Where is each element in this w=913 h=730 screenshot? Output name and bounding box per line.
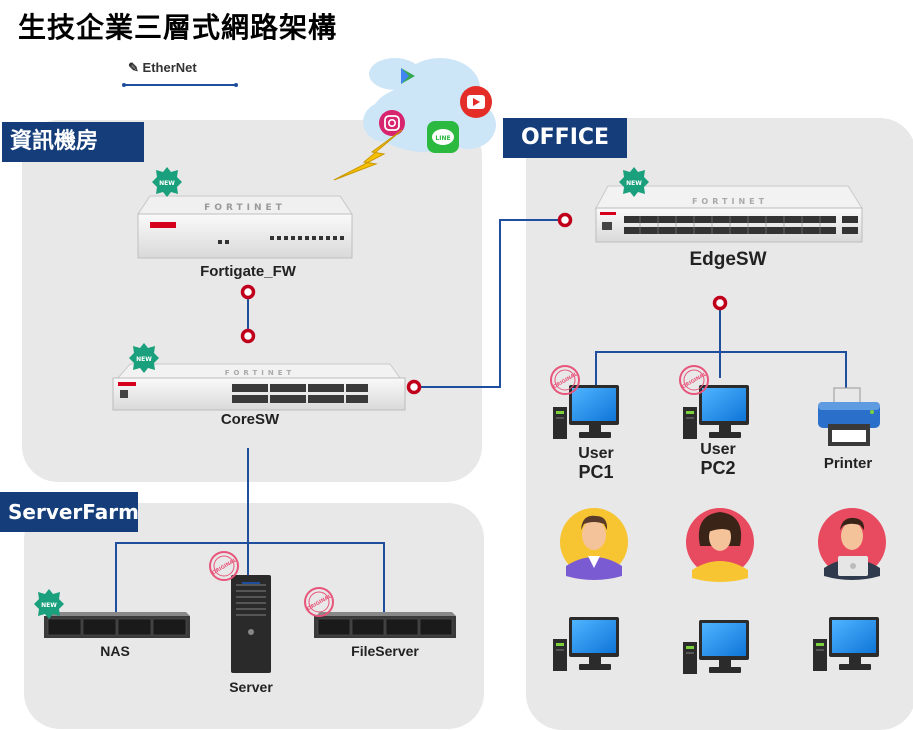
coreswitch-label: CoreSW bbox=[220, 411, 280, 428]
link-node bbox=[406, 379, 422, 395]
nas-device bbox=[34, 589, 190, 638]
original-stamp bbox=[679, 365, 710, 395]
brand-logo: FORTINET bbox=[225, 369, 296, 377]
new-badge bbox=[152, 167, 182, 197]
serverfarm-zone-label: ServerFarm bbox=[0, 492, 139, 532]
new-badge bbox=[34, 589, 64, 619]
server-label: Server bbox=[229, 679, 273, 695]
pc-icon bbox=[683, 620, 749, 674]
printer-icon bbox=[818, 387, 880, 446]
link-node bbox=[240, 284, 256, 300]
original-stamp bbox=[304, 587, 335, 617]
original-stamp bbox=[550, 365, 581, 395]
link-node bbox=[712, 295, 728, 311]
link-nodes bbox=[240, 212, 728, 395]
instagram-icon bbox=[379, 110, 405, 136]
firewall-label: Fortigate_FW bbox=[200, 263, 296, 280]
internet-cloud: LINE bbox=[363, 58, 496, 153]
nas-label: NAS bbox=[100, 643, 130, 659]
pc-icon bbox=[553, 617, 619, 671]
fileserver-device bbox=[304, 587, 456, 638]
page-title: 生技企業三層式網路架構 bbox=[18, 11, 338, 44]
male-user-avatar bbox=[560, 508, 628, 580]
pc2-label-line2: PC2 bbox=[700, 458, 736, 478]
pencil-icon: ✎ bbox=[128, 60, 139, 75]
printer-label: Printer bbox=[823, 455, 873, 472]
pc1-label-line2: PC1 bbox=[578, 462, 614, 482]
edge-switch: FORTINET bbox=[595, 167, 863, 243]
edgeswitch-label: EdgeSW bbox=[689, 249, 767, 270]
legend: ✎ EtherNet bbox=[128, 60, 197, 76]
server-tower bbox=[209, 551, 271, 673]
office-zone-label: OFFICE bbox=[503, 118, 627, 158]
link-node bbox=[240, 328, 256, 344]
pc1-label-line1: User bbox=[578, 445, 614, 462]
lightning-icon bbox=[333, 129, 403, 181]
legend-label: EtherNet bbox=[142, 60, 197, 75]
new-badge bbox=[129, 343, 159, 373]
ethernet-links bbox=[115, 219, 847, 612]
brand-logo: FORTINET bbox=[692, 197, 768, 206]
pc-icon bbox=[813, 617, 879, 671]
female-user-avatar bbox=[686, 508, 754, 582]
pc2-label-line1: User bbox=[700, 441, 736, 458]
svg-text:LINE: LINE bbox=[435, 135, 450, 142]
datacenter-zone-label: 資訊機房 bbox=[2, 122, 144, 162]
pc1-label: User PC1 bbox=[560, 444, 632, 482]
fortigate-firewall: FORTINET bbox=[137, 167, 353, 259]
pc2-label: User PC2 bbox=[682, 440, 754, 478]
new-badge bbox=[619, 167, 649, 197]
datacenter-zone bbox=[22, 120, 482, 482]
original-stamp bbox=[209, 551, 240, 581]
core-switch: FORTINET bbox=[112, 343, 406, 411]
businessman-avatar bbox=[818, 508, 886, 580]
fileserver-label: FileServer bbox=[351, 643, 419, 659]
link-node bbox=[557, 212, 573, 228]
brand-logo: FORTINET bbox=[204, 203, 286, 213]
